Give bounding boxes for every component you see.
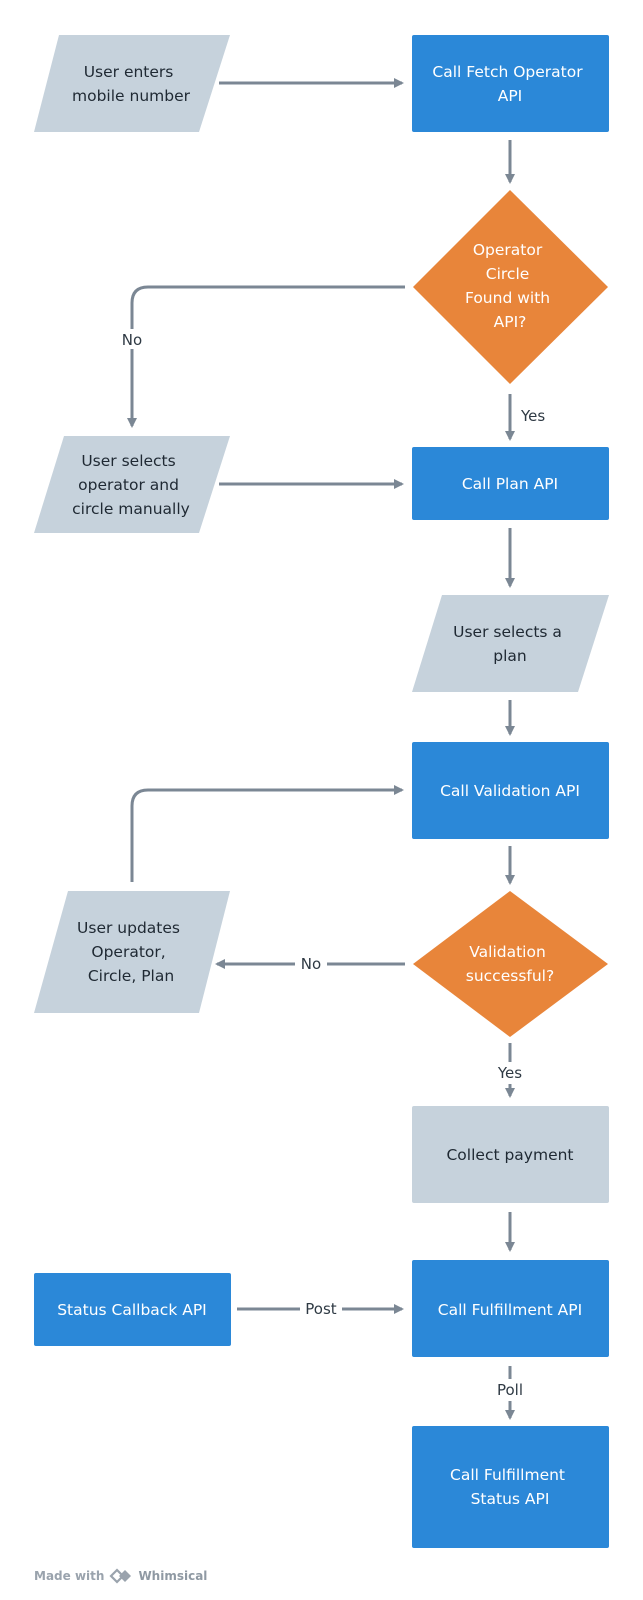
edge-label-post: Post — [300, 1298, 342, 1320]
svg-text:User selects a plan: User selects a plan — [453, 623, 567, 665]
node-user-enters-mobile: User enters mobile number — [34, 35, 230, 132]
svg-text:Yes: Yes — [520, 407, 545, 425]
svg-text:Status Callback API: Status Callback API — [57, 1301, 207, 1319]
edge-label-validation-no: No — [295, 953, 327, 975]
svg-text:Call Fulfillment API: Call Fulfillment API — [438, 1301, 582, 1319]
svg-text:Poll: Poll — [497, 1381, 523, 1399]
node-status-callback-api: Status Callback API — [34, 1273, 231, 1346]
edge-label-found-no: No — [116, 329, 148, 349]
edge-updates-to-validation — [130, 785, 404, 882]
made-with-label: Made with — [34, 1569, 105, 1583]
edge-found-no — [127, 285, 405, 428]
node-user-selects-plan: User selects a plan — [412, 595, 609, 692]
svg-text:Validation successful?: Validation successful? — [466, 943, 554, 985]
svg-text:Yes: Yes — [497, 1064, 522, 1082]
node-user-selects-manually: User selects operator and circle manuall… — [34, 436, 230, 533]
svg-text:No: No — [122, 331, 142, 349]
svg-text:Call Validation API: Call Validation API — [440, 782, 580, 800]
node-decision-operator-found: Operator Circle Found with API? — [413, 190, 608, 384]
node-call-validation-api: Call Validation API — [412, 742, 609, 839]
svg-text:User updates Operator,: User updates Operator, Circle, Plan — [77, 919, 185, 985]
node-call-plan-api: Call Plan API — [412, 447, 609, 520]
node-call-fetch-operator-api: Call Fetch Operator API — [412, 35, 609, 132]
svg-text:Operator Circle: Operator Circle Found with API? — [465, 241, 555, 331]
svg-text:User enters mobile num: User enters mobile number — [72, 63, 191, 105]
node-user-updates: User updates Operator, Circle, Plan — [34, 891, 230, 1013]
svg-text:Call Plan API: Call Plan API — [462, 475, 558, 493]
svg-text:Collect payment: Collect payment — [446, 1146, 573, 1164]
node-call-fulfillment-api: Call Fulfillment API — [412, 1260, 609, 1357]
svg-text:User selects operator: User selects operator and circle manuall… — [72, 452, 190, 518]
edge-label-found-yes: Yes — [520, 407, 545, 425]
whimsical-brand-label: Whimsical — [138, 1569, 208, 1583]
svg-text:Call Fulfillment Statu: Call Fulfillment Status API — [450, 1466, 570, 1508]
made-with-whimsical-footer[interactable]: Made with Whimsical — [34, 1566, 207, 1586]
node-call-fulfillment-status-api: Call Fulfillment Status API — [412, 1426, 609, 1548]
edge-label-poll: Poll — [490, 1379, 530, 1401]
svg-text:No: No — [301, 955, 321, 973]
svg-text:Post: Post — [305, 1300, 337, 1318]
node-decision-validation-successful: Validation successful? — [413, 891, 608, 1037]
edge-label-validation-yes: Yes — [490, 1062, 530, 1084]
node-collect-payment: Collect payment — [412, 1106, 609, 1203]
whimsical-logo-icon — [109, 1568, 133, 1584]
svg-text:Call Fetch Operator AP: Call Fetch Operator API — [432, 63, 587, 105]
